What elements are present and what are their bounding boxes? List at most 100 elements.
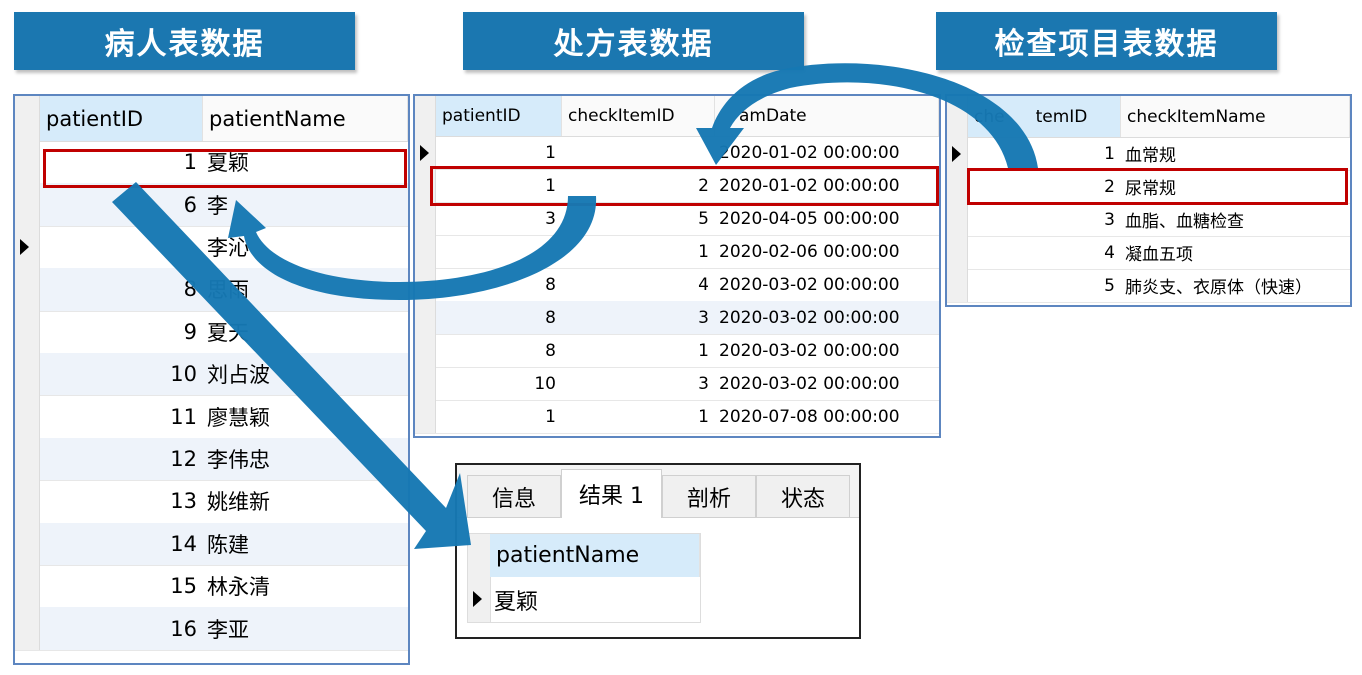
cell-patientid[interactable]: 14: [170, 531, 197, 556]
cell-checkitemid[interactable]: 1: [698, 406, 709, 427]
tab-info[interactable]: 信息: [467, 475, 561, 517]
cell-patientname[interactable]: 夏天: [207, 320, 249, 345]
column-header-patientid[interactable]: patientID: [40, 96, 203, 141]
cell-patientname[interactable]: 廖慧颖: [207, 405, 270, 430]
result-cell-patientname[interactable]: 夏颖: [494, 590, 539, 615]
row-header[interactable]: [947, 203, 968, 236]
cell-examdate[interactable]: 2020-01-02 00:00:00: [719, 175, 900, 196]
table-row[interactable]: 5 肺炎支、衣原体（快速）: [947, 269, 1350, 303]
table-row[interactable]: 16 李亚: [15, 607, 408, 651]
cell-patientname[interactable]: 姚维新: [207, 490, 270, 515]
row-header[interactable]: [15, 225, 40, 269]
cell-checkitemid[interactable]: 3: [698, 307, 709, 328]
cell-patientid[interactable]: 1: [183, 150, 197, 175]
cell-checkitemid[interactable]: 5: [1104, 275, 1115, 296]
cell-checkitemid[interactable]: 4: [698, 274, 709, 295]
row-header[interactable]: [15, 565, 40, 608]
cell-patientname[interactable]: 李: [207, 193, 228, 218]
row-header[interactable]: [15, 141, 40, 184]
table-row[interactable]: 13 姚维新: [15, 480, 408, 524]
table-row[interactable]: 1 1 2020-07-08 00:00:00: [415, 400, 939, 434]
cell-patientid[interactable]: 8: [545, 340, 556, 361]
result-column-header[interactable]: patientName: [490, 534, 700, 577]
cell-patientid[interactable]: 8: [545, 307, 556, 328]
cell-checkitemid[interactable]: 1: [1104, 143, 1115, 164]
table-row[interactable]: 李沁: [15, 225, 408, 270]
cell-checkitemname[interactable]: 凝血五项: [1125, 245, 1193, 265]
cell-checkitemname[interactable]: 肺炎支、衣原体（快速）: [1125, 278, 1312, 298]
table-row[interactable]: 8 4 2020-03-02 00:00:00: [415, 268, 939, 302]
cell-checkitemname[interactable]: 血脂、血糖检查: [1125, 212, 1244, 232]
cell-patientid[interactable]: 13: [170, 489, 197, 514]
table-row[interactable]: 8 3 2020-03-02 00:00:00: [415, 301, 939, 335]
cell-patientid[interactable]: 8: [545, 274, 556, 295]
row-header[interactable]: [15, 607, 40, 650]
cell-patientid[interactable]: 8: [183, 277, 197, 302]
tab-result-1[interactable]: 结果 1: [561, 469, 662, 518]
cell-examdate[interactable]: 2020-01-02 00:00:00: [719, 142, 900, 163]
cell-patientname[interactable]: 李亚: [207, 617, 249, 642]
column-header-checkitemname[interactable]: checkItemName: [1121, 96, 1350, 137]
column-header-checkitemid[interactable]: checkItemID: [562, 96, 715, 136]
cell-checkitemid[interactable]: 1: [698, 340, 709, 361]
table-row[interactable]: 12 李伟忠: [15, 437, 408, 482]
row-header[interactable]: [15, 353, 40, 396]
row-header[interactable]: [15, 437, 40, 481]
cell-checkitemid[interactable]: 3: [1104, 209, 1115, 230]
cell-examdate[interactable]: 2020-03-02 00:00:00: [719, 307, 900, 328]
table-row[interactable]: 3 血脂、血糖检查: [947, 203, 1350, 237]
table-row[interactable]: 1 夏颖: [15, 141, 408, 185]
row-header[interactable]: [415, 367, 436, 400]
cell-patientid[interactable]: 6: [183, 192, 197, 217]
cell-checkitemid[interactable]: 1: [698, 241, 709, 262]
cell-checkitemid[interactable]: 2: [1104, 176, 1115, 197]
cell-examdate[interactable]: 2020-02-06 00:00:00: [719, 241, 900, 262]
table-row[interactable]: 8 1 2020-03-02 00:00:00: [415, 334, 939, 368]
row-header[interactable]: [947, 236, 968, 269]
row-header[interactable]: [15, 395, 40, 438]
cell-examdate[interactable]: 2020-03-02 00:00:00: [719, 340, 900, 361]
row-header[interactable]: [415, 334, 436, 367]
cell-patientname[interactable]: 思雨: [207, 278, 249, 303]
cell-patientid[interactable]: 1: [545, 406, 556, 427]
cell-patientid[interactable]: 12: [170, 446, 197, 471]
table-row[interactable]: 1 2020-02-06 00:00:00: [415, 235, 939, 269]
cell-patientid[interactable]: 1: [545, 175, 556, 196]
cell-examdate[interactable]: 2020-03-02 00:00:00: [719, 274, 900, 295]
cell-checkitemid[interactable]: [562, 136, 715, 169]
cell-patientname[interactable]: 刘占波: [207, 363, 270, 388]
cell-examdate[interactable]: 2020-07-08 00:00:00: [719, 406, 900, 427]
row-header[interactable]: [415, 136, 436, 169]
cell-patientname[interactable]: 李伟忠: [207, 447, 270, 472]
row-header[interactable]: [947, 170, 968, 203]
row-header[interactable]: [15, 480, 40, 523]
row-header[interactable]: [15, 183, 40, 226]
cell-examdate[interactable]: 2020-03-02 00:00:00: [719, 373, 900, 394]
cell-checkitemid[interactable]: 2: [698, 175, 709, 196]
cell-patientid[interactable]: 15: [170, 574, 197, 599]
row-header[interactable]: [415, 301, 436, 334]
column-header-patientid[interactable]: patientID: [436, 96, 562, 136]
cell-patientid[interactable]: 3: [545, 208, 556, 229]
column-header-examdate[interactable]: amDate: [715, 96, 939, 136]
tab-profile[interactable]: 剖析: [662, 475, 756, 517]
row-header[interactable]: [15, 522, 40, 565]
table-row[interactable]: 8 思雨: [15, 268, 408, 312]
cell-patientid[interactable]: 16: [170, 616, 197, 641]
cell-checkitemid[interactable]: 4: [1104, 242, 1115, 263]
cell-checkitemname[interactable]: 血常规: [1125, 146, 1176, 166]
row-header[interactable]: [15, 268, 40, 311]
table-row[interactable]: 4 凝血五项: [947, 236, 1350, 270]
row-header[interactable]: [415, 235, 436, 268]
row-header[interactable]: [415, 268, 436, 301]
cell-patientname[interactable]: 夏颖: [207, 151, 249, 176]
